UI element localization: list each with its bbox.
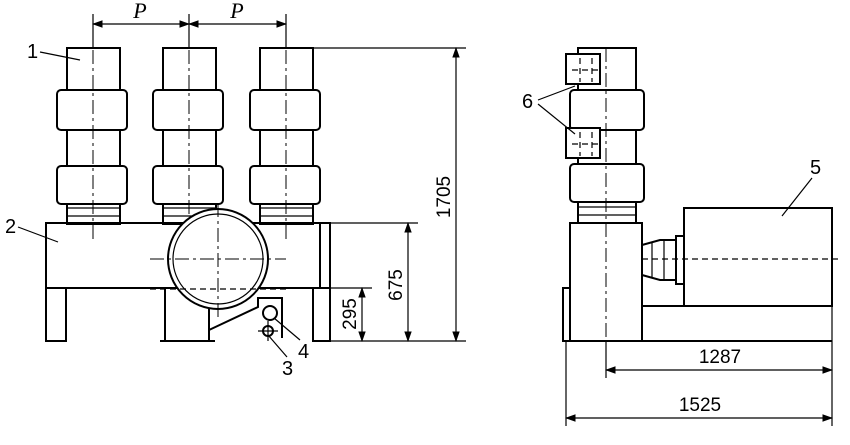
callout-2: 2 <box>5 216 16 238</box>
pitch-label-1: P <box>132 0 146 23</box>
callout-3: 3 <box>282 358 293 380</box>
pitch-dimensions: P P <box>91 0 288 48</box>
dim-width-mechanism: 1287 <box>699 347 741 368</box>
side-view: 1287 1525 5 6 <box>522 47 840 426</box>
dim-leg-height: 295 <box>340 298 361 330</box>
callout-6: 6 <box>522 91 533 113</box>
pole-column-2 <box>152 47 224 225</box>
side-callouts: 5 6 <box>522 85 821 217</box>
pitch-label-2: P <box>229 0 243 23</box>
height-dimensions: 1705 675 295 <box>313 46 466 343</box>
front-view: P P 1705 675 295 1 2 3 4 <box>5 0 466 380</box>
dim-frame-height: 675 <box>386 269 407 301</box>
callout-4: 4 <box>298 341 309 363</box>
dim-total-height: 1705 <box>434 176 455 218</box>
front-callouts: 1 2 3 4 <box>5 41 309 380</box>
side-pole-column <box>565 47 645 375</box>
callout-5: 5 <box>810 157 821 179</box>
pole-column-1 <box>56 47 128 242</box>
operating-mechanism <box>641 207 840 307</box>
mechanism-cylinder <box>150 203 286 318</box>
pole-column-3 <box>249 47 321 242</box>
dim-width-total: 1525 <box>679 395 721 416</box>
width-dimensions: 1287 1525 <box>564 306 834 426</box>
drive-bracket <box>208 297 283 341</box>
callout-1: 1 <box>27 41 38 63</box>
